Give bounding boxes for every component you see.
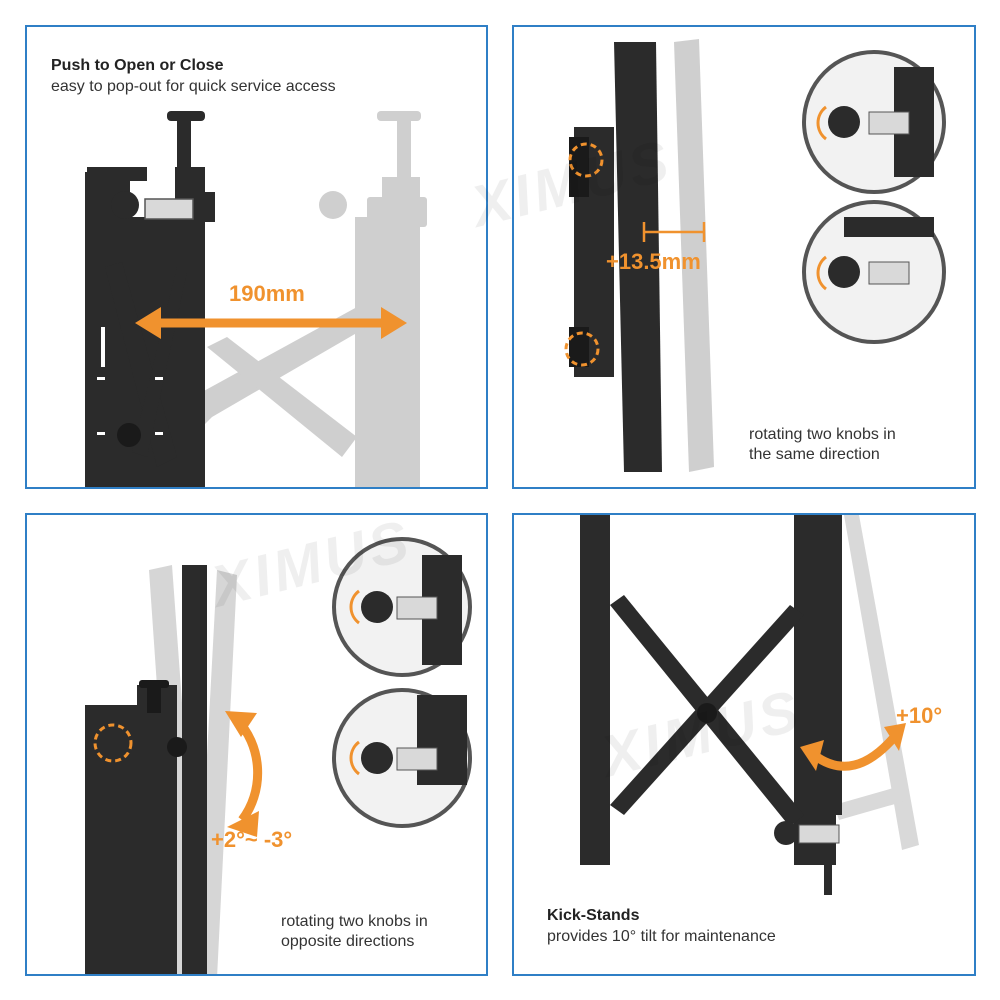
knob-detail-bottom [802,200,946,344]
panel-description-line1: rotating two knobs in [281,913,428,930]
depth-adjust-panel: +13.5mm rotating two knobs in the same d… [512,25,976,489]
kickstand-illustration [580,515,919,895]
knob-detail-top [802,50,946,194]
panel-title: Kick-Stands [547,907,640,924]
panel-description: provides 10° tilt for maintenance [547,928,776,945]
push-open-illustration [85,111,427,487]
knob-detail-bottom [332,688,472,828]
distance-label: 190mm [229,281,305,306]
tilt-adjust-panel: +2°~ -3° rotating two knobs in opposite … [25,513,488,976]
panel-description-line2: opposite directions [281,933,415,950]
tilt-angle-label: +10° [896,703,943,728]
depth-adjust-illustration [564,39,946,472]
panel-description-line2: the same direction [749,446,880,463]
push-open-panel: Push to Open or Close easy to pop-out fo… [25,25,488,489]
depth-label: +13.5mm [606,249,701,274]
panel-description-line1: rotating two knobs in [749,426,896,443]
tilt-label: +2°~ -3° [211,827,293,852]
panel-title: Push to Open or Close [51,57,224,74]
kickstand-panel: +10° Kick-Stands provides 10° tilt for m… [512,513,976,976]
panel-description: easy to pop-out for quick service access [51,78,336,95]
knob-detail-top [332,537,472,677]
tilt-adjust-illustration [85,537,472,974]
